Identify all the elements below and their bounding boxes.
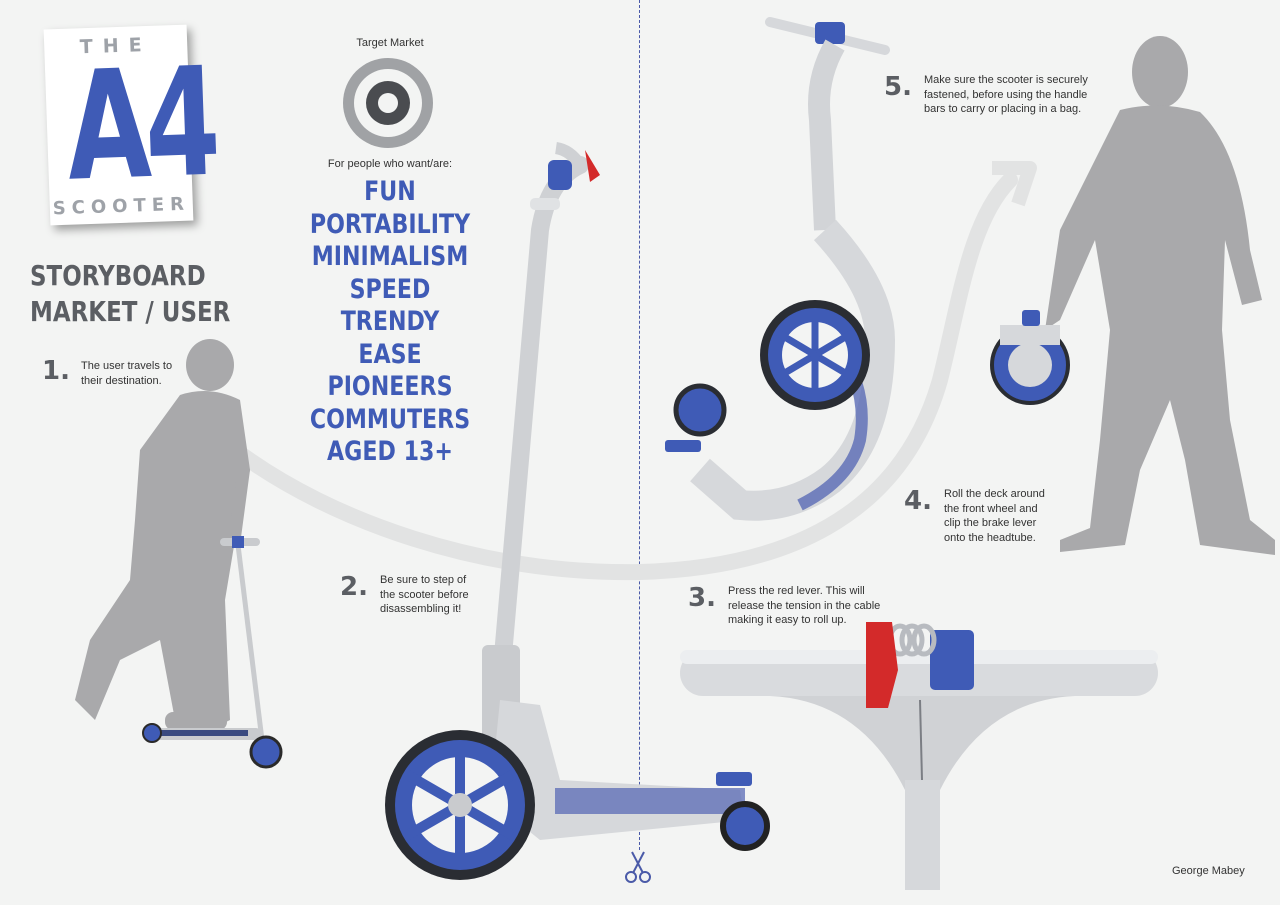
scissors-icon [625,851,651,883]
author-credit: George Mabey [1172,865,1245,877]
page-title-line-1: STORYBOARD [30,259,206,292]
rider-silhouette [75,339,250,730]
step-3-number: 3. [688,583,716,613]
step-3-line: release the tension in the cable [728,599,881,612]
arrow-icon [230,172,1018,581]
market-item: AGED 13+ [327,436,453,467]
market-item: SPEED [349,273,431,305]
target-icon [343,58,433,148]
page-title-line-2: MARKET / USER [30,295,231,328]
target-market-label: Target Market [356,37,424,49]
step-5-text: Make sure the scooter is securely fasten… [924,73,1088,117]
step-1-line: their destination. [81,374,162,387]
step-5-line: bars to carry or placing in a bag. [924,103,1082,115]
step-4-line: the front wheel and [944,502,1038,515]
step-1-text: The user travels to their destination. [81,359,172,388]
small-scooter-illustration [142,536,283,769]
step-3-line: making it easy to roll up. [728,614,847,626]
step-1-line: The user travels to [81,360,173,372]
step-4-line: clip the brake lever [944,517,1037,529]
market-item: PORTABILITY [309,208,471,240]
market-item: TRENDY [340,306,440,337]
large-scooter-illustration [385,142,770,880]
step-1-number: 1. [42,356,70,386]
step-2-number: 2. [340,572,368,602]
step-2-line: Be sure to step of [380,574,467,586]
step-4-line: onto the headtube. [944,531,1036,544]
market-item: MINIMALISM [311,241,469,272]
step-5-line: fastened, before using the handle [924,88,1088,101]
market-item: FUN [364,176,416,207]
walker-silhouette [1045,36,1275,556]
handlebar-closeup-illustration [680,622,1158,890]
step-2-text: Be sure to step of the scooter before di… [380,573,469,617]
folding-scooter-illustration [665,17,896,521]
market-item: PIONEERS [327,371,453,402]
step-5-line: Make sure the scooter is securely [924,74,1088,86]
target-market-intro: For people who want/are: [327,158,453,170]
step-4-number: 4. [904,486,932,516]
step-5-number: 5. [884,72,912,102]
step-4-line: Roll the deck around [944,488,1045,500]
page-title: STORYBOARD MARKET / USER [30,258,231,330]
step-2-line: the scooter before [380,588,469,601]
step-4-text: Roll the deck around the front wheel and… [944,487,1045,545]
target-market-list: FUN PORTABILITY MINIMALISM SPEED TRENDY … [290,176,490,469]
folded-scooter-illustration [990,310,1070,405]
step-3-line: Press the red lever. This will [728,585,865,597]
step-3-text: Press the red lever. This will release t… [728,584,880,628]
step-2-line: disassembling it! [380,603,462,615]
market-item: EASE [358,338,422,370]
market-item: COMMUTERS [309,403,471,435]
arrow-head-icon [992,161,1037,207]
fold-line [639,0,640,850]
